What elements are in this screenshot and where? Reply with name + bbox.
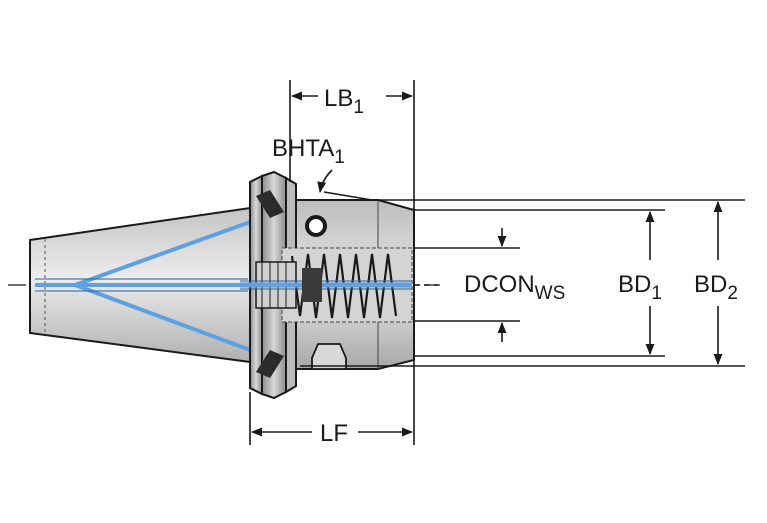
bd1-label: BD1 [618,271,662,304]
clamp-segment-top [256,190,284,218]
lb1-label: LB1 [324,85,364,118]
bhta1-label: BHTA1 [272,135,345,168]
bhta1-leader [317,169,333,194]
set-screw [305,215,327,237]
dcon-ws-label: DCONWS [464,271,565,304]
coolant-channel [35,220,251,352]
lf-label: LF [320,420,348,447]
clamp-segment-bottom [256,350,284,378]
drive-slot [311,343,347,370]
bd2-label: BD2 [694,271,738,304]
